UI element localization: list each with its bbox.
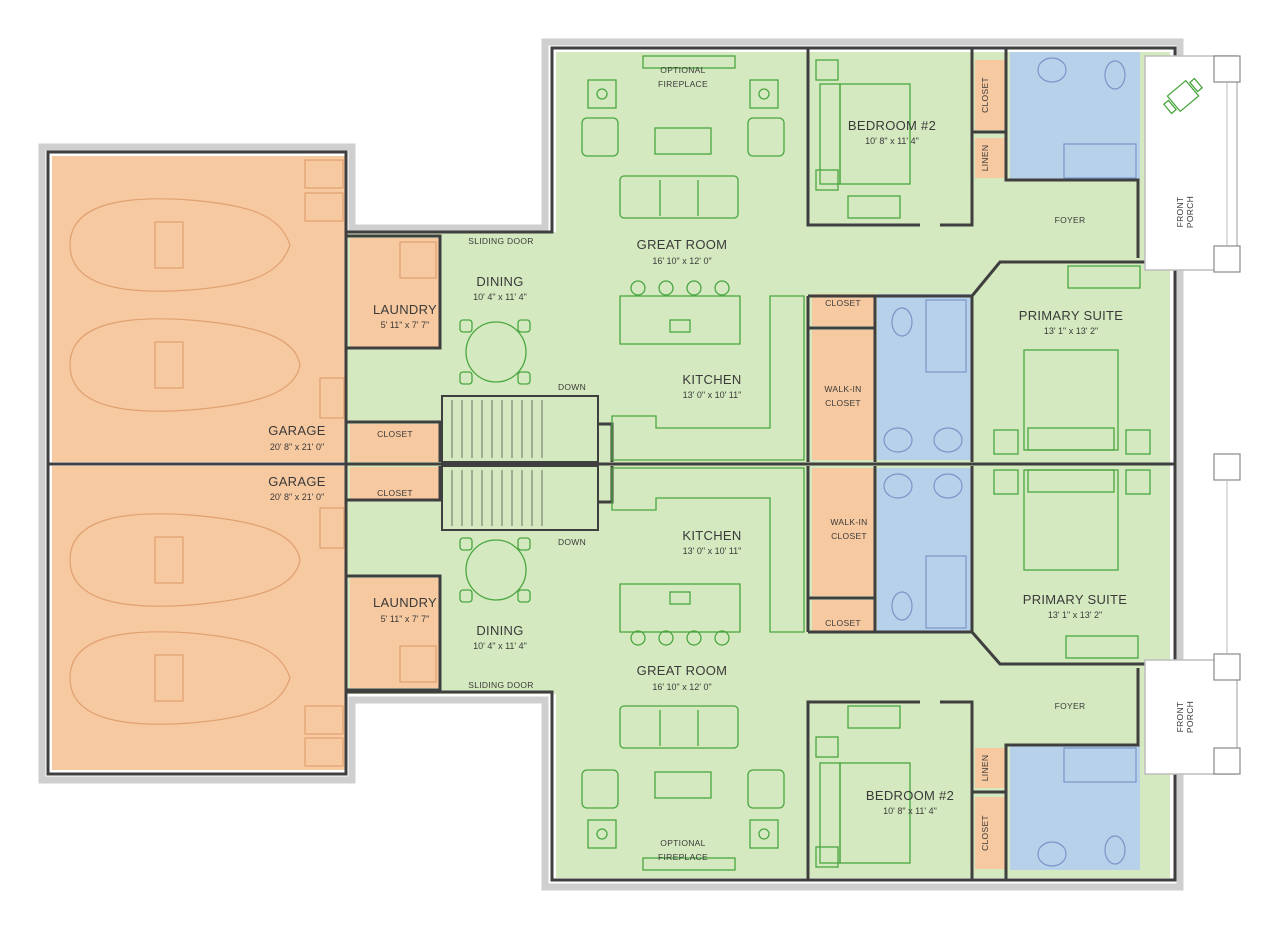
porch-label-1: FRONT xyxy=(1175,197,1185,228)
fireplace-label-1: OPTIONAL xyxy=(660,65,705,75)
car-icon xyxy=(69,513,301,607)
fireplace-label-1: OPTIONAL xyxy=(660,838,705,848)
stairs-label: DOWN xyxy=(558,382,586,392)
porch-label-2: PORCH xyxy=(1185,196,1195,228)
garage-closet-label: CLOSET xyxy=(377,429,413,439)
porch-upper xyxy=(1144,55,1238,271)
bed-closet-fill-lower xyxy=(975,797,1005,869)
linen-fill-lower xyxy=(975,748,1005,788)
great-room-title: GREAT ROOM xyxy=(637,663,728,678)
kitchen-title: KITCHEN xyxy=(682,372,741,387)
bath2-fill-lower xyxy=(877,468,971,632)
bedroom-dim: 10' 8" x 11' 4" xyxy=(883,806,937,816)
garage-fill-lower xyxy=(52,466,345,770)
foyer-label: FOYER xyxy=(1055,215,1086,225)
fireplace-label-2: FIREPLACE xyxy=(658,79,708,89)
car-icon xyxy=(69,631,291,725)
front-porches xyxy=(1144,55,1241,775)
linen-label: LINEN xyxy=(980,145,990,172)
suite-closet-label: CLOSET xyxy=(825,618,861,628)
bath2-fill-upper xyxy=(877,294,971,460)
kitchen-dim: 13' 0" x 10' 11" xyxy=(683,546,742,556)
walkin-label-1: WALK-IN xyxy=(824,384,861,394)
laundry-title: LAUNDRY xyxy=(373,595,437,610)
kitchen-dim: 13' 0" x 10' 11" xyxy=(683,390,742,400)
labels-upper-unit: GARAGE 20' 8" x 21' 0" LAUNDRY 5' 11" x … xyxy=(268,65,1195,452)
car-icon xyxy=(69,198,291,292)
walkin-fill-upper xyxy=(812,330,874,460)
sliding-door-label: SLIDING DOOR xyxy=(468,236,533,246)
suite-closet-label: CLOSET xyxy=(825,298,861,308)
primary-suite-dim: 13' 1" x 13' 2" xyxy=(1048,610,1102,620)
dining-title: DINING xyxy=(476,623,523,638)
bedroom-dim: 10' 8" x 11' 4" xyxy=(865,136,919,146)
great-room-dim: 16' 10" x 12' 0" xyxy=(652,256,711,266)
car-icon xyxy=(69,318,301,412)
outer-wall xyxy=(38,38,1184,891)
suite-closet-fill-lower xyxy=(812,600,874,632)
bedroom-title: BEDROOM #2 xyxy=(848,118,936,133)
fireplace-label-2: FIREPLACE xyxy=(658,852,708,862)
garage-dim: 20' 8" x 21' 0" xyxy=(270,492,324,502)
laundry-fill-upper xyxy=(350,238,440,348)
bed-closet-fill-upper xyxy=(975,60,1005,130)
dining-dim: 10' 4" x 11' 4" xyxy=(473,641,527,651)
walkin-fill-lower xyxy=(812,468,874,596)
walkin-label-2: CLOSET xyxy=(831,531,867,541)
dining-title: DINING xyxy=(476,274,523,289)
labels-lower-unit: GARAGE 20' 8" x 21' 0" LAUNDRY 5' 11" x … xyxy=(268,474,1195,862)
great-room-title: GREAT ROOM xyxy=(637,237,728,252)
bath1-fill-upper xyxy=(1010,52,1140,180)
walkin-label-1: WALK-IN xyxy=(830,517,867,527)
garage-title: GARAGE xyxy=(268,474,325,489)
bed-closet-label: CLOSET xyxy=(980,815,990,851)
dining-table-icon xyxy=(459,537,531,603)
garage-closet-label: CLOSET xyxy=(377,488,413,498)
porch-table-icon xyxy=(1162,77,1204,115)
bath1-fill-lower xyxy=(1010,745,1140,870)
dining-dim: 10' 4" x 11' 4" xyxy=(473,292,527,302)
garage-closet-fill-lower xyxy=(350,467,440,500)
walkin-label-2: CLOSET xyxy=(825,398,861,408)
bedroom-title: BEDROOM #2 xyxy=(866,788,954,803)
great-room-dim: 16' 10" x 12' 0" xyxy=(652,682,711,692)
garage-closet-fill-upper xyxy=(350,424,440,462)
laundry-title: LAUNDRY xyxy=(373,302,437,317)
foyer-label: FOYER xyxy=(1055,701,1086,711)
kitchen-title: KITCHEN xyxy=(682,528,741,543)
porch-label-2: PORCH xyxy=(1185,701,1195,733)
linen-label: LINEN xyxy=(980,755,990,782)
garage-dim: 20' 8" x 21' 0" xyxy=(270,442,324,452)
furniture xyxy=(69,55,1151,871)
garage-title: GARAGE xyxy=(268,423,325,438)
linen-fill-upper xyxy=(975,138,1005,178)
primary-suite-dim: 13' 1" x 13' 2" xyxy=(1044,326,1098,336)
laundry-dim: 5' 11" x 7' 7" xyxy=(381,320,430,330)
laundry-dim: 5' 11" x 7' 7" xyxy=(381,614,430,624)
laundry-fill-lower xyxy=(350,578,440,688)
stairs-label: DOWN xyxy=(558,537,586,547)
porch-label-1: FRONT xyxy=(1175,702,1185,733)
primary-suite-title: PRIMARY SUITE xyxy=(1023,592,1128,607)
interior-walls xyxy=(46,46,1177,882)
bed-closet-label: CLOSET xyxy=(980,77,990,113)
suite-closet-fill-upper xyxy=(812,294,874,326)
dining-table-icon xyxy=(459,319,531,385)
primary-suite-title: PRIMARY SUITE xyxy=(1019,308,1124,323)
sliding-door-label: SLIDING DOOR xyxy=(468,680,533,690)
garage-fill-upper xyxy=(52,156,345,462)
